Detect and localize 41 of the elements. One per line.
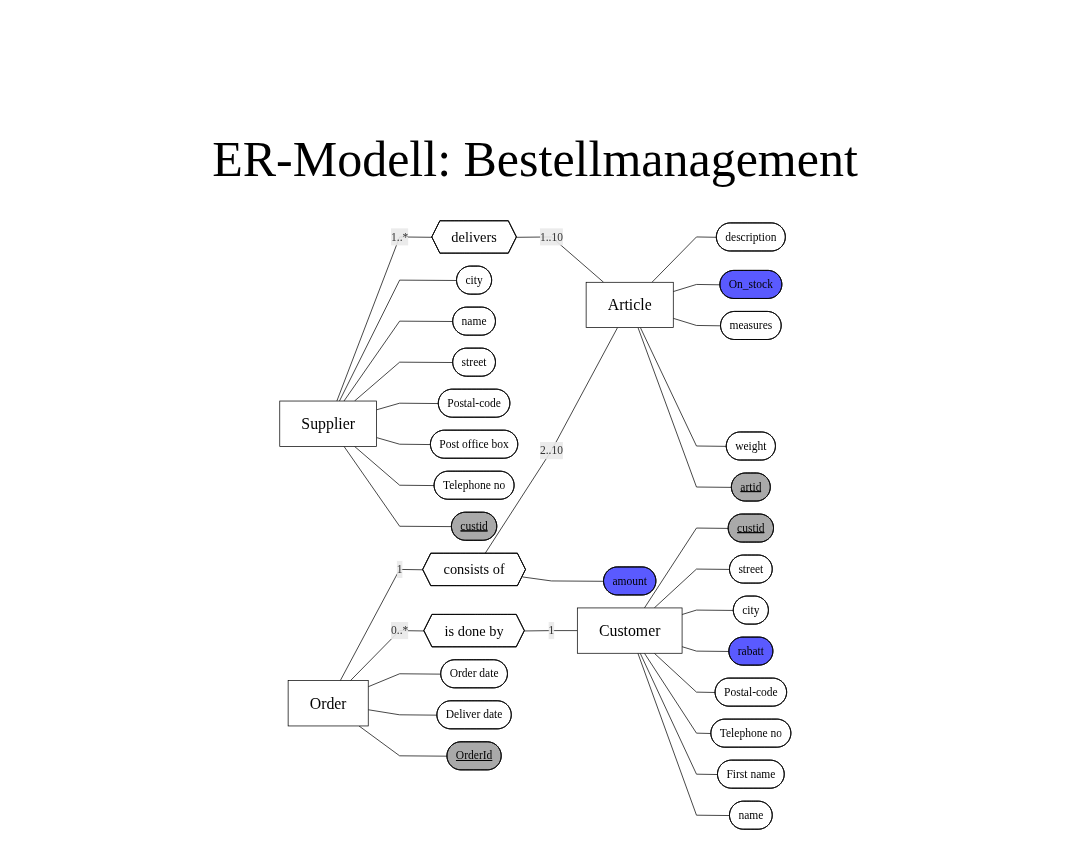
connector — [349, 630, 425, 681]
connector — [651, 236, 717, 283]
connector — [637, 652, 730, 816]
connector — [339, 569, 424, 681]
connector — [353, 361, 454, 402]
connector — [643, 527, 729, 609]
connector — [637, 327, 732, 488]
connector — [681, 609, 734, 615]
node-box: Article — [585, 281, 674, 328]
connector — [521, 576, 604, 582]
connector — [484, 327, 618, 554]
connector — [353, 446, 435, 486]
edge-label: 1..* — [390, 230, 408, 243]
connector — [681, 646, 730, 652]
connector — [375, 437, 431, 445]
edge-label: 1..10 — [539, 230, 563, 243]
connector — [653, 652, 716, 693]
connector — [672, 284, 721, 292]
edge-label: 2..10 — [539, 444, 563, 457]
node-box: Order — [287, 680, 369, 727]
connector — [516, 236, 604, 283]
connector — [367, 709, 438, 716]
node-box: Supplier — [279, 400, 377, 447]
edge-label: 1 — [548, 624, 554, 637]
connector — [343, 446, 452, 527]
node-box: Customer — [576, 607, 683, 654]
connector — [524, 630, 578, 632]
connector — [343, 320, 454, 402]
edge-label: 1 — [396, 562, 403, 576]
edge-label: 0..* — [390, 624, 408, 637]
connector — [375, 402, 439, 411]
connector — [338, 279, 457, 402]
connector — [639, 327, 727, 447]
connector — [358, 725, 448, 757]
connector — [653, 568, 730, 609]
connector — [639, 652, 718, 775]
connector — [336, 236, 433, 402]
connector — [672, 317, 721, 327]
connector — [643, 652, 712, 734]
connector — [367, 673, 442, 688]
title: ER-Modell: Bestellmanagement — [211, 130, 859, 188]
